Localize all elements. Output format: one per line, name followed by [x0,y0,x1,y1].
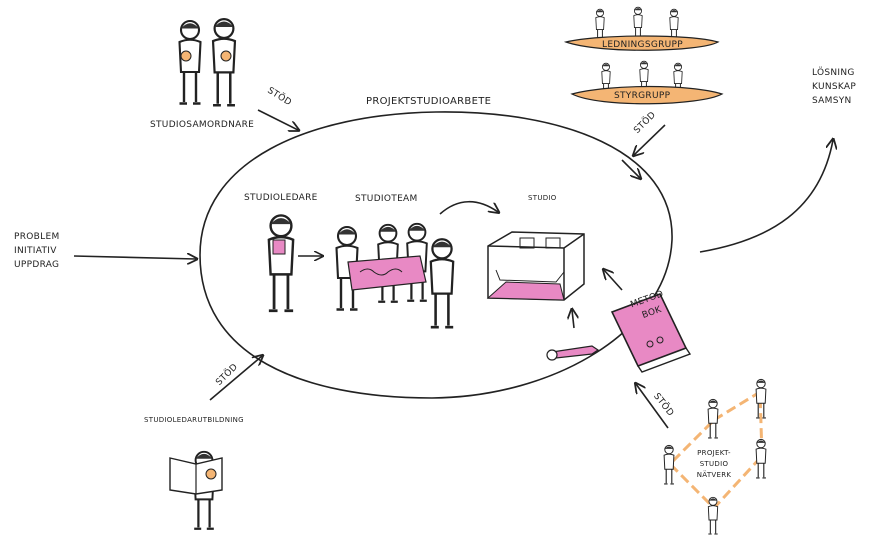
output-list: LÖSNING KUNSKAP SAMSYN [812,66,856,108]
input-initiativ: INITIATIV [14,246,57,256]
network-icon [663,378,767,535]
ellipse-end-arrow [621,159,640,178]
input-problem: PROBLEM [14,232,60,242]
studiosamordnare-label: STUDIOSAMORDNARE [150,120,255,130]
input-arrow [73,256,196,259]
ledningsgrupp-label: LEDNINGSGRUPP [602,40,684,50]
wrench-icon [546,345,600,361]
rosette-icon [205,468,217,480]
stod-arrow-styrgrupp [634,124,666,155]
room-icon [486,231,585,301]
rosette-icon [220,50,232,62]
stod-arrow-utbildning [209,356,262,401]
book-icon [610,292,692,373]
natverk-label: PROJEKT- STUDIO NÄTVERK [696,449,732,479]
team-to-studio-arrow [439,201,498,215]
styrgrupp-label: STYRGRUPP [614,91,671,101]
studioteam-label: STUDIOTEAM [355,194,418,204]
rosette-icon [180,50,192,62]
ledningsgrupp-group [563,6,720,51]
studiosamordnare-figures [178,17,237,107]
studioledare-figure [267,214,295,313]
studio-label: STUDIO [528,194,557,202]
book-to-studio-arrow [604,270,623,291]
output-samsyn: SAMSYN [812,96,852,106]
studioteam-figures [335,222,455,329]
input-list: PROBLEM INITIATIV UPPDRAG [14,230,60,272]
input-uppdrag: UPPDRAG [14,260,60,270]
output-kunskap: KUNSKAP [812,82,857,92]
utbildning-figure [169,450,223,530]
output-arrow [699,140,833,253]
projektstudioarbete-label: PROJEKTSTUDIOARBETE [366,96,492,107]
stod-arrow-natverk [636,384,669,429]
output-losning: LÖSNING [812,68,855,78]
stod-arrow-samordnare [257,109,298,130]
styrgrupp-group [570,60,724,105]
wrench-to-studio-arrow [572,310,574,329]
studioledarutbildning-label: STUDIOLEDARUTBILDNING [144,416,244,424]
studioledare-label: STUDIOLEDARE [244,193,318,203]
